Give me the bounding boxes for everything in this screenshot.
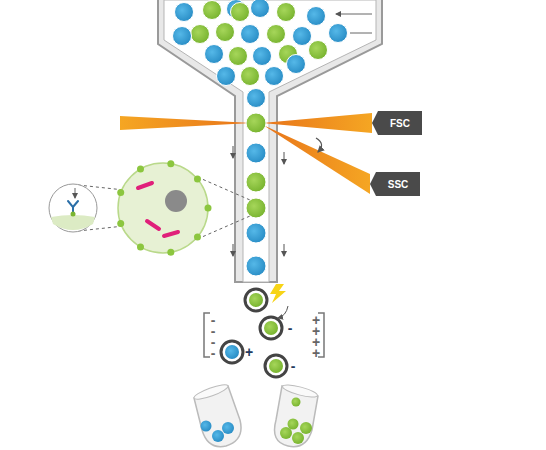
plate-charge-sign: + [312, 346, 320, 360]
detector-label: SSC [382, 179, 409, 190]
droplet-charge-sign: - [291, 359, 296, 373]
plate-charge-sign: - [211, 346, 216, 360]
droplet-charge-sign: + [245, 345, 253, 359]
detector-box: FSC [372, 111, 422, 135]
droplet-charge-sign: - [288, 321, 293, 335]
detector-box: SSC [370, 172, 420, 196]
detector-label: FSC [384, 118, 410, 129]
